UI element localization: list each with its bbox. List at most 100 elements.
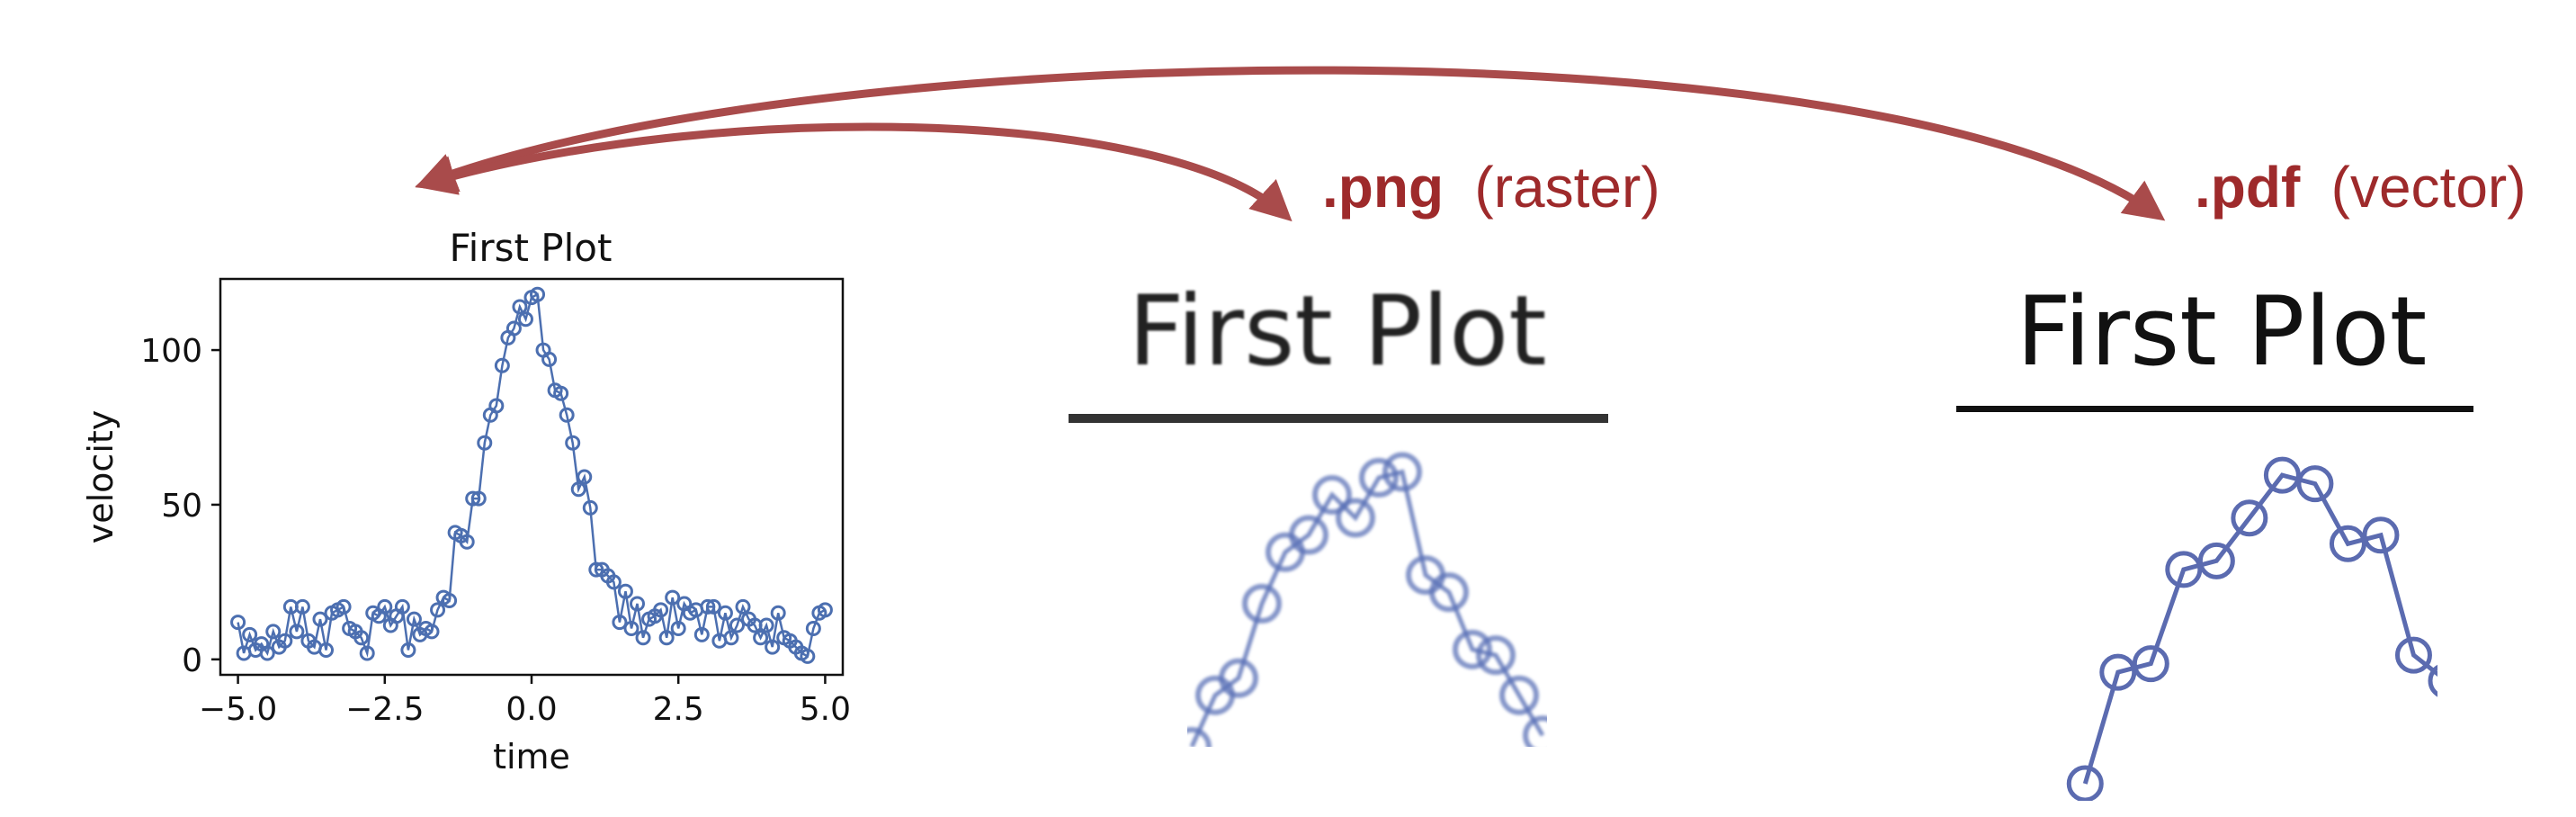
x-tick-label: 0.0 (505, 691, 557, 728)
data-point (494, 357, 510, 373)
data-point (565, 435, 581, 451)
data-point (670, 620, 686, 636)
pdf-data-point (2329, 525, 2366, 562)
png-data-point (1382, 452, 1422, 492)
pdf-data-point (2099, 653, 2137, 691)
data-point (588, 561, 604, 578)
pdf-zoom-view: First Plot (1956, 276, 2473, 801)
data-point (541, 351, 558, 367)
main-plot-title: First Plot (450, 226, 613, 270)
data-point (559, 407, 575, 423)
png-data-point (1289, 515, 1328, 555)
data-point (406, 611, 422, 627)
data-point (512, 299, 528, 315)
pdf-view-series (2066, 456, 2437, 801)
png-data-point (1219, 658, 1258, 698)
pdf-data-point (2231, 499, 2268, 537)
data-point (470, 490, 487, 507)
data-point (612, 615, 628, 631)
data-point (424, 624, 440, 640)
data-point (765, 639, 781, 655)
png-data-point (1523, 715, 1547, 747)
data-point (488, 398, 505, 414)
pdf-data-point (2394, 636, 2432, 674)
data-point (735, 598, 751, 615)
data-point (653, 602, 669, 618)
data-point (805, 620, 821, 636)
png-description: (raster) (1474, 155, 1659, 220)
png-view-top-axis (1069, 414, 1608, 423)
x-tick-label: 2.5 (653, 691, 704, 728)
pdf-data-point (2428, 664, 2437, 697)
data-point (729, 617, 745, 633)
pdf-data-point (2197, 542, 2235, 579)
data-point (635, 630, 651, 646)
pdf-data-point (2066, 765, 2104, 801)
png-series-line (1189, 469, 1545, 747)
arrow-to-png (415, 122, 1292, 222)
png-data-point (1359, 457, 1399, 498)
data-point (265, 624, 282, 640)
data-point (658, 630, 675, 646)
data-point (294, 598, 310, 615)
data-point (289, 624, 305, 640)
data-point (693, 626, 710, 642)
data-point (758, 617, 774, 633)
main-plot-ylabel: velocity (81, 410, 121, 544)
png-data-point (1476, 635, 1516, 676)
data-point (394, 598, 410, 615)
x-tick-label: −2.5 (345, 691, 424, 728)
y-tick-label: 50 (161, 488, 202, 525)
data-point (717, 605, 733, 621)
png-data-point (1429, 572, 1469, 613)
data-point (465, 490, 481, 507)
data-point (359, 645, 375, 661)
data-point (312, 611, 328, 627)
png-data-point (1453, 629, 1492, 669)
png-data-point (1336, 498, 1375, 538)
pdf-data-point (2165, 551, 2203, 588)
x-tick-label: −5.0 (199, 691, 277, 728)
png-data-point (1312, 475, 1352, 515)
data-point (582, 499, 598, 516)
data-point (665, 589, 681, 606)
data-point (335, 598, 352, 615)
data-point (459, 534, 475, 550)
arrow-to-pdf (415, 66, 2166, 221)
y-tick-label: 0 (182, 642, 202, 679)
data-point (753, 630, 769, 646)
main-plot-marks (230, 286, 833, 664)
data-point (505, 320, 522, 337)
data-point (700, 598, 716, 615)
data-point (570, 481, 586, 498)
data-point (242, 626, 258, 642)
data-point (800, 648, 816, 664)
png-data-point (1499, 675, 1539, 715)
pdf-data-point (2296, 465, 2334, 503)
pdf-data-point (2362, 516, 2400, 554)
png-view-title: First Plot (1128, 275, 1546, 388)
data-point (400, 642, 416, 658)
y-tick-label: 100 (140, 333, 202, 370)
png-data-point (1187, 727, 1212, 747)
data-point (318, 642, 335, 658)
data-point (705, 598, 721, 615)
data-point (442, 593, 458, 608)
data-point (630, 596, 646, 612)
png-view-series (1187, 452, 1547, 747)
pdf-view-title: First Plot (2017, 276, 2428, 387)
pdf-view-top-axis (1956, 406, 2473, 412)
data-point (577, 469, 593, 485)
pdf-extension: .pdf (2195, 155, 2301, 220)
data-point (617, 583, 633, 599)
png-extension: .png (1322, 155, 1444, 220)
pdf-series-line (2082, 472, 2437, 785)
data-point (230, 615, 246, 631)
data-point (477, 435, 493, 451)
data-point (277, 633, 293, 649)
data-point (259, 645, 275, 661)
connector-arrows (415, 66, 2166, 222)
